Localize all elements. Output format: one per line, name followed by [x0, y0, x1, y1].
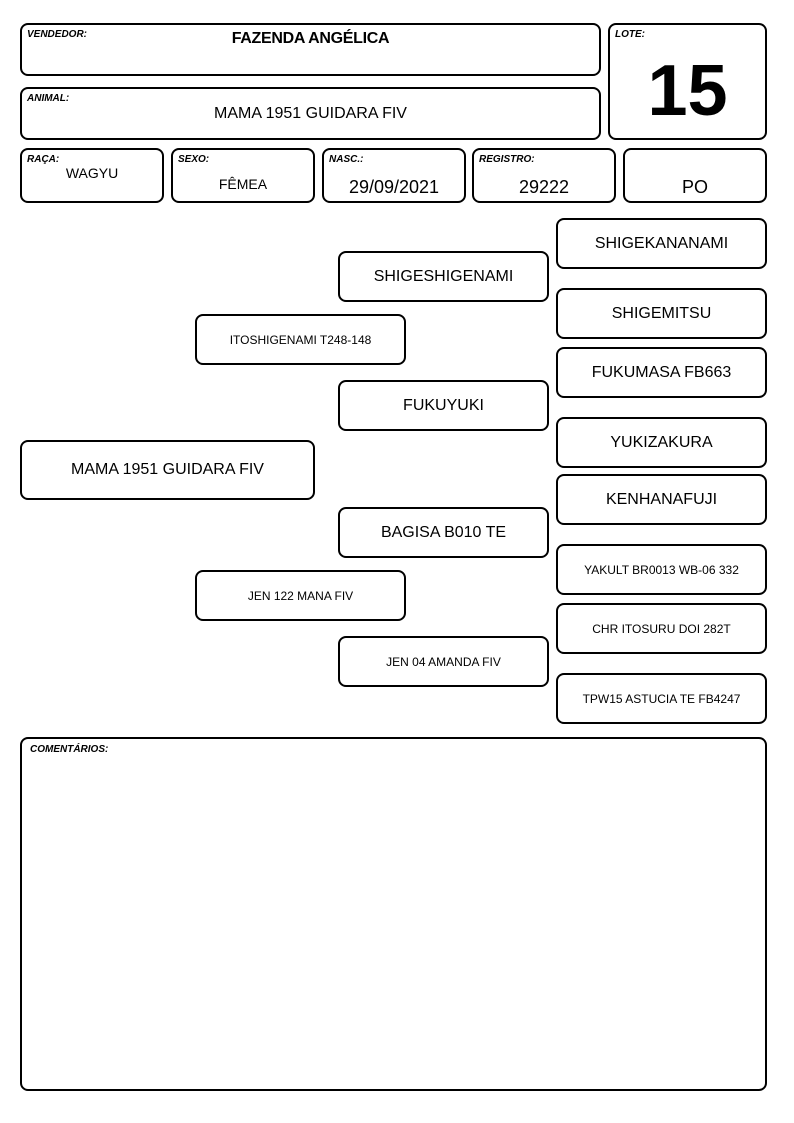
vendedor-value: FAZENDA ANGÉLICA — [231, 30, 390, 47]
pedigree-sire-sire: SHIGESHIGENAMI — [338, 251, 549, 302]
comments-box: COMENTÁRIOS: — [20, 737, 767, 1091]
nasc-box: NASC.: 29/09/2021 — [322, 148, 466, 203]
raca-value: WAGYU — [65, 165, 119, 181]
categoria-value: PO — [681, 177, 708, 197]
registro-label: REGISTRO: — [479, 154, 535, 165]
animal-box: ANIMAL: MAMA 1951 GUIDARA FIV — [20, 87, 601, 140]
categoria-box: PO — [623, 148, 767, 203]
animal-label: ANIMAL: — [27, 93, 70, 104]
registro-value: 29222 — [518, 177, 570, 197]
raca-label: RAÇA: — [27, 154, 60, 165]
pedigree-dam-dam: JEN 04 AMANDA FIV — [338, 636, 549, 687]
sexo-label: SEXO: — [178, 154, 210, 165]
vendedor-box: VENDEDOR: FAZENDA ANGÉLICA — [20, 23, 601, 76]
pedigree-dam-sire: BAGISA B010 TE — [338, 507, 549, 558]
sexo-box: SEXO: FÊMEA — [171, 148, 315, 203]
pedigree-ss-dam: SHIGEMITSU — [556, 288, 767, 339]
nasc-label: NASC.: — [329, 154, 364, 165]
animal-value: MAMA 1951 GUIDARA FIV — [214, 105, 407, 122]
lote-label: LOTE: — [615, 29, 645, 40]
pedigree-animal: MAMA 1951 GUIDARA FIV — [20, 440, 315, 500]
pedigree-dd-dam: TPW15 ASTUCIA TE FB4247 — [556, 673, 767, 724]
pedigree-ds-sire: KENHANAFUJI — [556, 474, 767, 525]
comments-label: COMENTÁRIOS: — [30, 744, 109, 755]
pedigree-sd-sire: FUKUMASA FB663 — [556, 347, 767, 398]
pedigree-dam: JEN 122 MANA FIV — [195, 570, 406, 621]
lote-box: LOTE: 15 — [608, 23, 767, 140]
pedigree-sd-dam: YUKIZAKURA — [556, 417, 767, 468]
sexo-value: FÊMEA — [218, 176, 268, 192]
registro-box: REGISTRO: 29222 — [472, 148, 616, 203]
pedigree-ss-sire: SHIGEKANANAMI — [556, 218, 767, 269]
pedigree-sire-dam: FUKUYUKI — [338, 380, 549, 431]
nasc-value: 29/09/2021 — [348, 177, 440, 197]
pedigree-dd-sire: CHR ITOSURU DOI 282T — [556, 603, 767, 654]
raca-box: RAÇA: WAGYU — [20, 148, 164, 203]
lote-number: 15 — [647, 51, 728, 131]
pedigree-ds-dam: YAKULT BR0013 WB-06 332 — [556, 544, 767, 595]
pedigree-sire: ITOSHIGENAMI T248-148 — [195, 314, 406, 365]
vendedor-label: VENDEDOR: — [27, 29, 88, 40]
